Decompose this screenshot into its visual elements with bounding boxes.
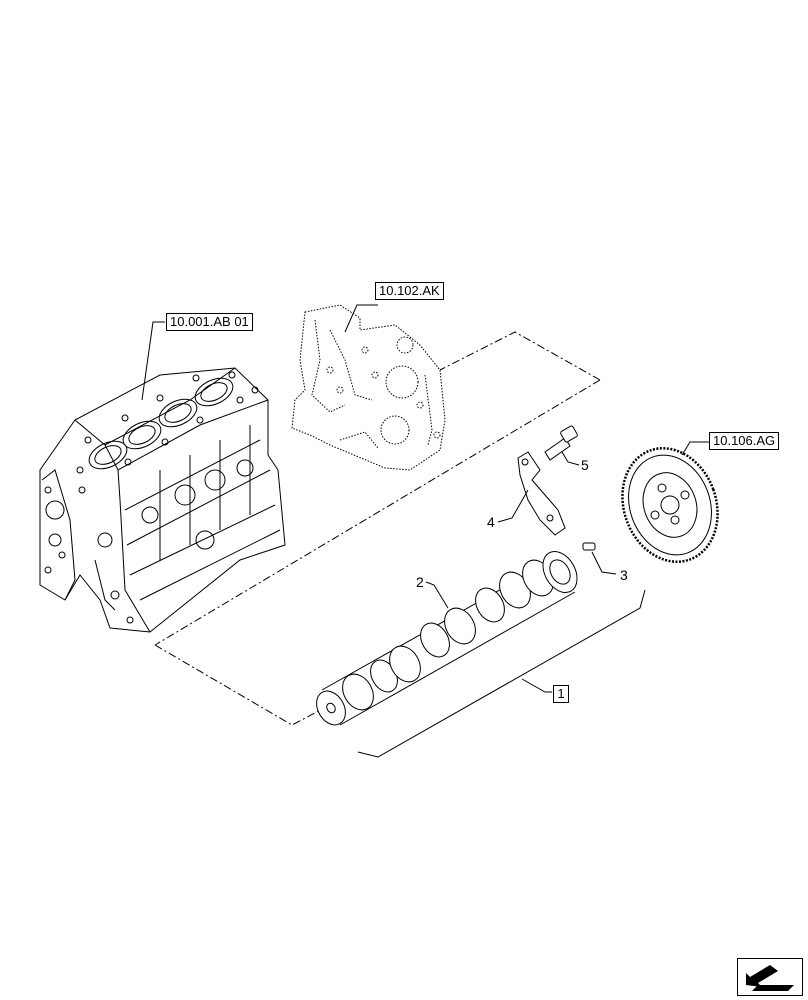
callout-item-4: 4 xyxy=(487,514,495,530)
alignment-lines xyxy=(154,331,601,726)
cam-gear-illustration xyxy=(621,447,719,563)
gear-housing-illustration xyxy=(291,304,446,471)
callout-item-5: 5 xyxy=(581,457,589,473)
bolt-illustration xyxy=(544,425,578,461)
camshaft-illustration xyxy=(316,551,578,726)
leader-lines xyxy=(141,304,710,758)
next-page-arrow-icon[interactable] xyxy=(737,958,803,996)
ref-cam-gear[interactable]: 10.106.AG xyxy=(709,432,780,450)
callout-item-3: 3 xyxy=(620,567,628,583)
callout-item-1: 1 xyxy=(553,685,569,703)
dowel-pin-illustration xyxy=(582,542,596,551)
ref-gear-housing[interactable]: 10.102.AK xyxy=(375,282,444,300)
callout-item-2: 2 xyxy=(416,574,424,590)
ref-engine-block[interactable]: 10.001.AB 01 xyxy=(166,313,253,331)
thrust-plate-illustration xyxy=(517,451,566,536)
engine-block-illustration xyxy=(39,367,286,633)
